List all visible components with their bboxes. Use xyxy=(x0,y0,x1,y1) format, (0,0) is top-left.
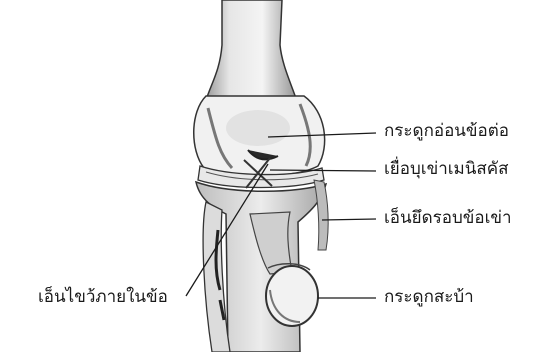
label-articular-cartilage: กระดูกอ่อนข้อต่อ xyxy=(384,121,509,141)
label-collateral-ligament: เอ็นยึดรอบข้อเข่า xyxy=(384,208,512,228)
label-meniscus: เยื่อบุเข่าเมนิสคัส xyxy=(384,159,509,179)
leader-collateral xyxy=(322,219,376,220)
label-patella: กระดูกสะบ้า xyxy=(384,287,474,307)
femur-shaft xyxy=(206,0,300,110)
patella-shape xyxy=(266,266,318,326)
collateral-ligament-shape xyxy=(314,180,328,250)
label-cruciate-ligament: เอ็นไขว้ภายในข้อ xyxy=(38,287,168,307)
